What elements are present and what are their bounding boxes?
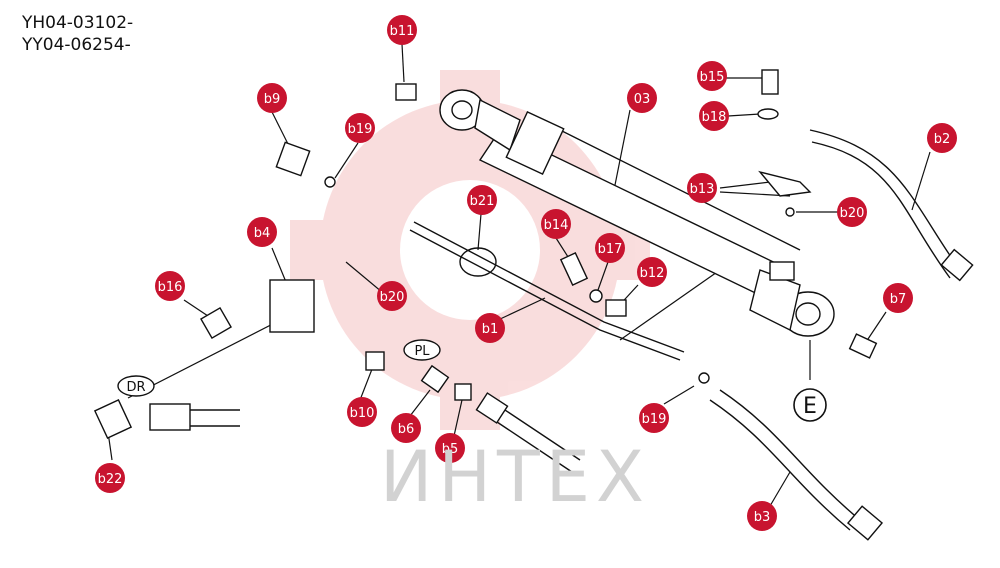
callout-b5: b5 [435,433,465,463]
callout-badge [637,257,667,287]
callout-badge [387,15,417,45]
callout-badge [467,185,497,215]
callout-badge [475,313,505,343]
callout-label: b4 [254,226,271,241]
callout-badge [345,113,375,143]
callout-label: b17 [598,242,623,257]
callout-label: b5 [442,442,459,457]
callout-b15: b15 [697,61,727,91]
callout-b6: b6 [391,413,421,443]
callout-badge [391,413,421,443]
callout-badge [541,209,571,239]
callout-label: b2 [934,132,951,147]
port-label-pl-text: PL [414,344,430,359]
callout-label: b10 [350,406,375,421]
callout-label: b14 [544,218,569,233]
callout-badge [837,197,867,227]
callout-b2: b2 [927,123,957,153]
callout-label: b15 [700,70,725,85]
callout-b9: b9 [257,83,287,113]
callout-b14: b14 [541,209,571,239]
callout-b16: b16 [155,271,185,301]
callout-03: 03 [627,83,657,113]
callout-b20b: b20 [377,281,407,311]
callout-b11: b11 [387,15,417,45]
callout-label: b20 [840,206,865,221]
callout-b7: b7 [883,283,913,313]
callout-badge [687,173,717,203]
part-code-2: YY04-06254- [22,35,131,55]
callout-b18: b18 [699,101,729,131]
hydraulic-cylinder [439,89,835,337]
callout-label: b13 [690,182,715,197]
callout-badge [247,217,277,247]
callout-b19b: b19 [639,403,669,433]
port-label-pl: PL [403,339,441,361]
callout-badge [155,271,185,301]
hoses [149,129,974,541]
callout-badge [95,463,125,493]
callout-badge [347,397,377,427]
callout-label: b22 [98,472,123,487]
callout-badge [627,83,657,113]
callout-label: b1 [482,322,499,337]
port-label-e-text: E [803,394,817,419]
callout-badge [595,233,625,263]
callout-badge [377,281,407,311]
callout-label: b19 [348,122,373,137]
fittings [93,69,878,440]
callout-label: 03 [634,92,651,107]
port-label-e: E [793,388,827,422]
part-codes: YH04-03102- YY04-06254- [22,12,133,56]
callout-b1: b1 [475,313,505,343]
callout-badge [639,403,669,433]
callout-label: b18 [702,110,727,125]
callout-label: b6 [398,422,415,437]
callout-badge [699,101,729,131]
part-code-1: YH04-03102- [22,13,134,33]
callout-b21: b21 [467,185,497,215]
callout-b4: b4 [247,217,277,247]
callout-badge [747,501,777,531]
port-label-dr-text: DR [126,380,145,395]
callout-label: b19 [642,412,667,427]
callout-label: b7 [890,292,907,307]
callout-b12: b12 [637,257,667,287]
callout-label: b21 [470,194,495,209]
callout-label: b12 [640,266,665,281]
callout-b17: b17 [595,233,625,263]
callouts: b11 b9 b19 b15 b18 03 b2 b13 b20 b21 b14 b17 b12 b4 b1… [95,15,957,531]
callout-b22: b22 [95,463,125,493]
port-label-dr: DR [117,375,155,397]
callout-b19a: b19 [345,113,375,143]
callout-label: b16 [158,280,183,295]
callout-b20a: b20 [837,197,867,227]
watermark-text: ИНТЕХ [380,436,650,518]
callout-b13: b13 [687,173,717,203]
callout-b10: b10 [347,397,377,427]
callout-label: b3 [754,510,771,525]
callout-badge [883,283,913,313]
callout-badge [927,123,957,153]
callout-label: b9 [264,92,281,107]
callout-badge [697,61,727,91]
callout-badge [435,433,465,463]
callout-label: b20 [380,290,405,305]
callout-badge [257,83,287,113]
callout-label: b11 [390,24,415,39]
callout-b3: b3 [747,501,777,531]
